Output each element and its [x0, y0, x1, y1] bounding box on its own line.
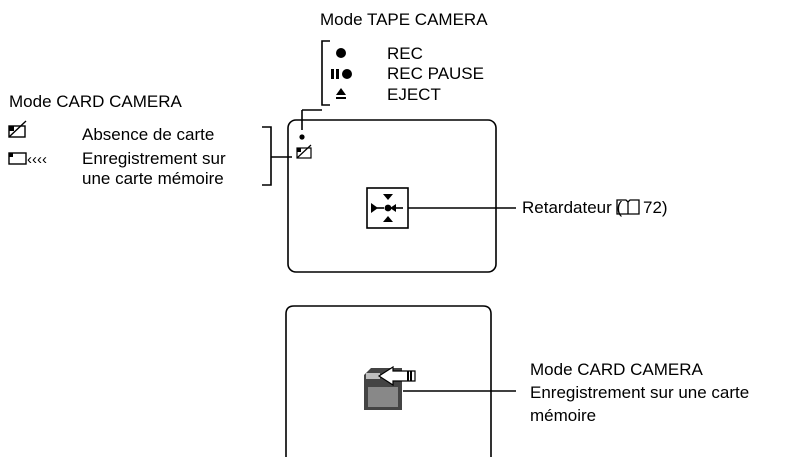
rec-pause-label: REC PAUSE	[387, 64, 484, 83]
tape-mode-title: Mode TAPE CAMERA	[320, 10, 488, 29]
screen-rec-dot-icon	[299, 134, 305, 140]
card-mode-bracket	[262, 126, 272, 186]
card-screen-line1: Enregistrement sur une carte	[530, 383, 750, 402]
no-card-icon	[8, 120, 27, 138]
lower-screen-frame	[285, 305, 492, 457]
card-screen-line2: mémoire	[530, 406, 597, 425]
self-timer-page-ref: 72)	[643, 198, 668, 217]
screen-no-card-icon	[296, 144, 312, 159]
tape-mode-bracket	[321, 40, 330, 106]
self-timer-icon	[366, 187, 409, 229]
memory-card-icon	[364, 365, 416, 410]
rec-pause-icon	[331, 69, 352, 79]
no-card-label: Absence de carte	[82, 125, 215, 144]
card-screen-title: Mode CARD CAMERA	[530, 360, 703, 379]
svg-text:‹‹‹‹: ‹‹‹‹	[27, 151, 47, 168]
card-recording-icon: ‹‹‹‹	[8, 151, 47, 168]
book-icon	[616, 199, 640, 215]
self-timer-label: Retardateur (	[522, 198, 623, 217]
card-recording-label-line1: Enregistrement sur	[82, 149, 226, 168]
card-mode-title: Mode CARD CAMERA	[9, 92, 182, 111]
upper-screen-frame	[287, 119, 497, 273]
eject-icon	[336, 88, 346, 99]
rec-label: REC	[387, 44, 423, 63]
rec-dot-icon	[336, 48, 346, 58]
eject-label: EJECT	[387, 85, 441, 104]
card-recording-label-line2: une carte mémoire	[82, 169, 224, 188]
